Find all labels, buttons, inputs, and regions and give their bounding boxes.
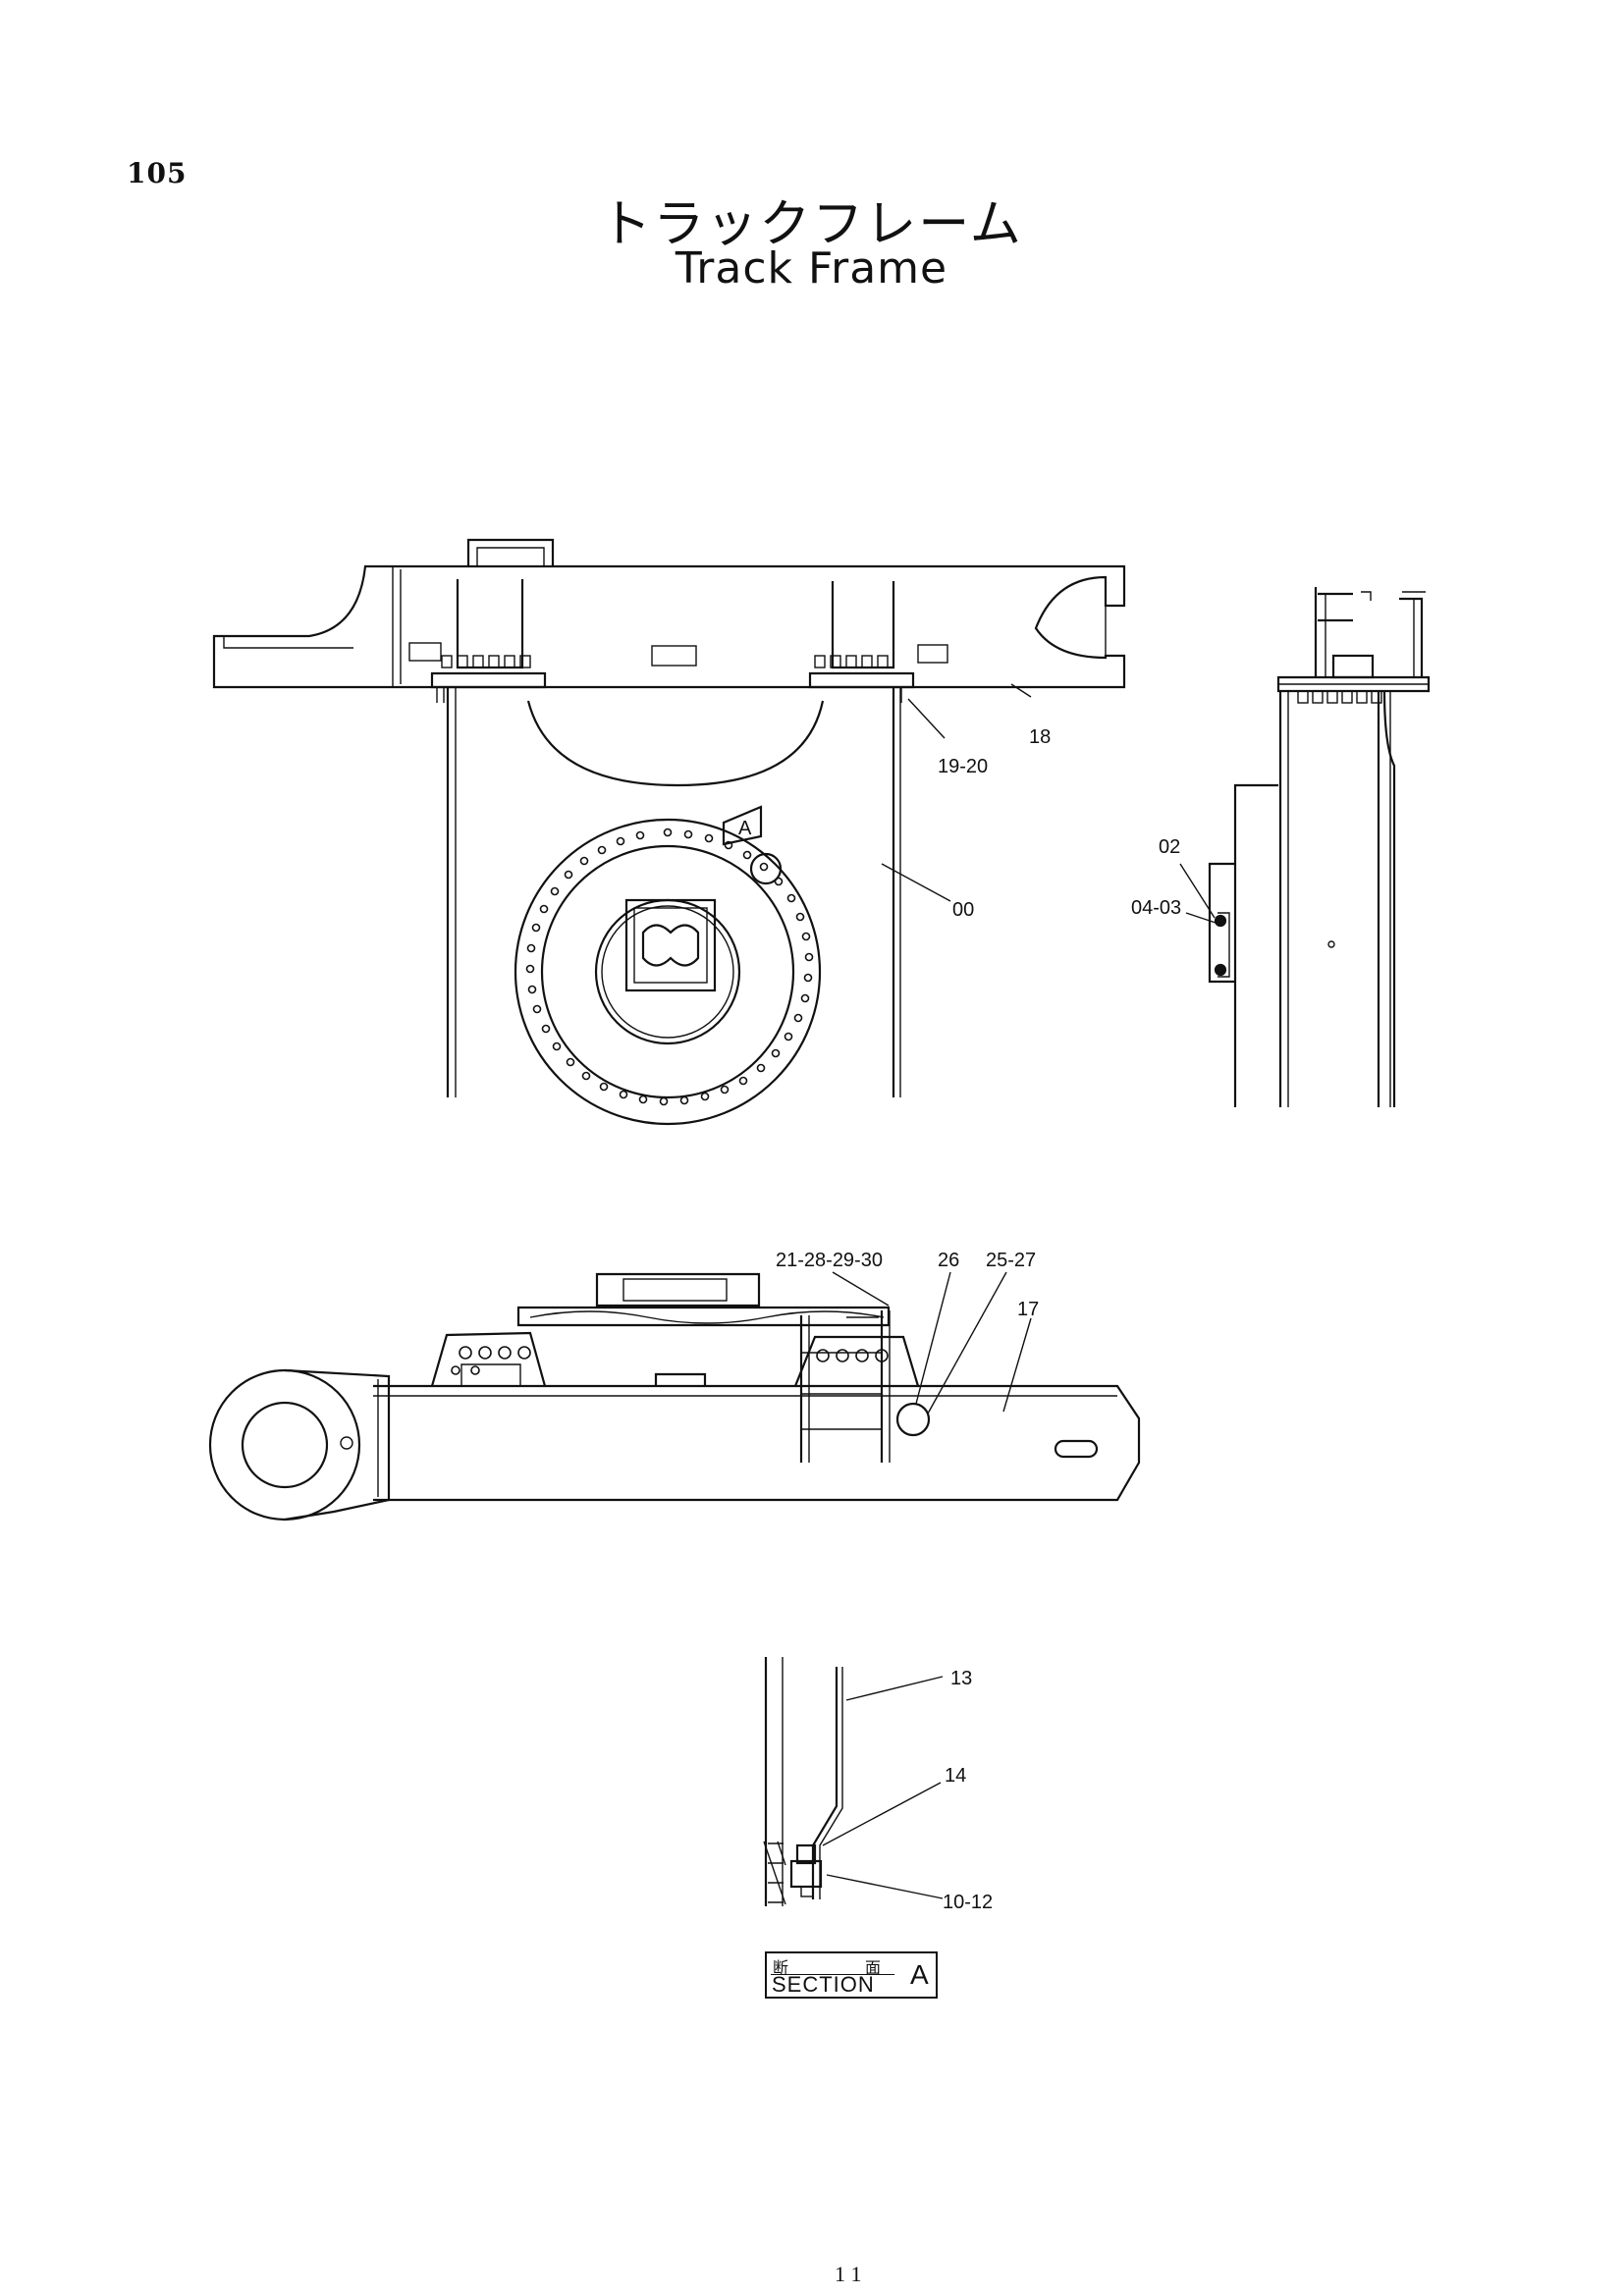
callout-13: 13 xyxy=(950,1668,972,1689)
callout-04-03: 04-03 xyxy=(1131,897,1181,919)
page-title-japanese: トラックフレーム xyxy=(600,195,1023,254)
footer-mark: 1 1 xyxy=(835,2262,862,2286)
section-label-letter: A xyxy=(910,1959,929,1990)
top-view-drawing: A 18 19-20 00 xyxy=(212,538,1126,1126)
callout-17: 17 xyxy=(1017,1299,1039,1320)
callout-14: 14 xyxy=(945,1765,966,1787)
section-a-detail-drawing: 13 14 10-12 xyxy=(763,1657,993,1913)
section-label-rule xyxy=(771,1974,894,1975)
callout-19-20: 19-20 xyxy=(938,756,988,777)
callout-10-12: 10-12 xyxy=(943,1892,993,1913)
callout-02: 02 xyxy=(1159,836,1180,858)
callout-21-28-29-30: 21-28-29-30 xyxy=(776,1250,883,1271)
bolt-hole-ring xyxy=(525,828,814,1106)
callout-18: 18 xyxy=(1029,726,1051,748)
callout-25-27: 25-27 xyxy=(986,1250,1036,1271)
section-a-label: 断 面 SECTION A xyxy=(765,1951,938,1999)
callout-00: 00 xyxy=(952,899,974,921)
side-view-drawing: 02 04-03 xyxy=(1131,587,1431,1107)
side-elevation-drawing: 21-28-29-30 26 25-27 17 xyxy=(208,1250,1141,1522)
callout-26: 26 xyxy=(938,1250,959,1271)
callout-view-a: A xyxy=(738,818,752,839)
page-number: 105 xyxy=(127,157,188,189)
page-title-english: Track Frame xyxy=(675,243,948,294)
section-label-jp-2: 面 xyxy=(865,1958,882,1977)
section-label-jp-1: 断 xyxy=(773,1958,789,1977)
section-label-en: SECTION xyxy=(772,1972,875,1997)
